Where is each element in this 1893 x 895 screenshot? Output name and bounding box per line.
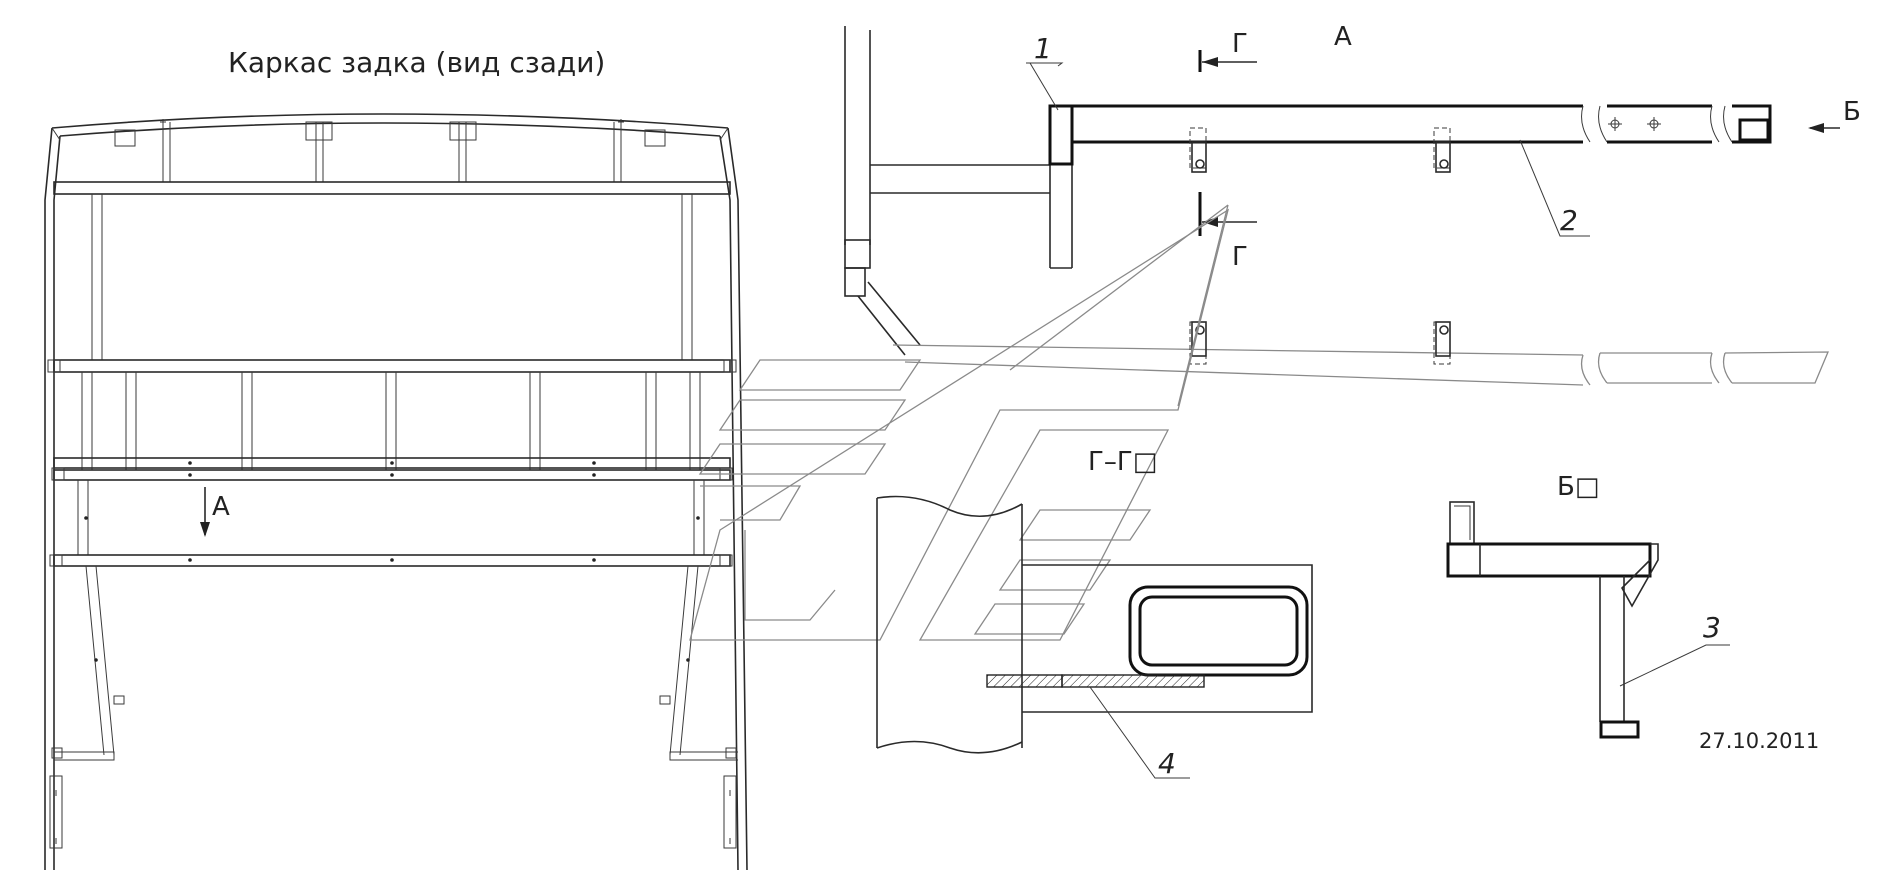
view-a: А Б xyxy=(844,22,1861,356)
drawing-date: 27.10.2011 xyxy=(1699,729,1819,753)
section-letter-top: Г xyxy=(1232,29,1248,59)
callout-1: 1 xyxy=(1034,32,1052,65)
rear-frame-view: Каркас задка (вид сзади) xyxy=(44,46,748,871)
callout-4: 4 xyxy=(1158,747,1176,780)
section-letter-bottom: Г xyxy=(1232,242,1248,272)
view-arrow-b-label: Б xyxy=(1843,97,1861,127)
section-g-g: Г–Г□ 4 xyxy=(876,447,1313,780)
section-gg-label: Г–Г□ xyxy=(1088,447,1157,477)
watermark xyxy=(689,208,1230,641)
view-b: Б□ 3 xyxy=(1446,472,1730,739)
view-a-label: А xyxy=(1334,22,1352,52)
lower-beam xyxy=(892,204,1829,407)
view-b-label: Б□ xyxy=(1557,472,1599,502)
view-arrow-a-label: А xyxy=(212,492,230,522)
callout-2: 2 xyxy=(1560,204,1578,237)
drawing-title: Каркас задка (вид сзади) xyxy=(228,46,605,79)
callout-3: 3 xyxy=(1703,611,1721,644)
